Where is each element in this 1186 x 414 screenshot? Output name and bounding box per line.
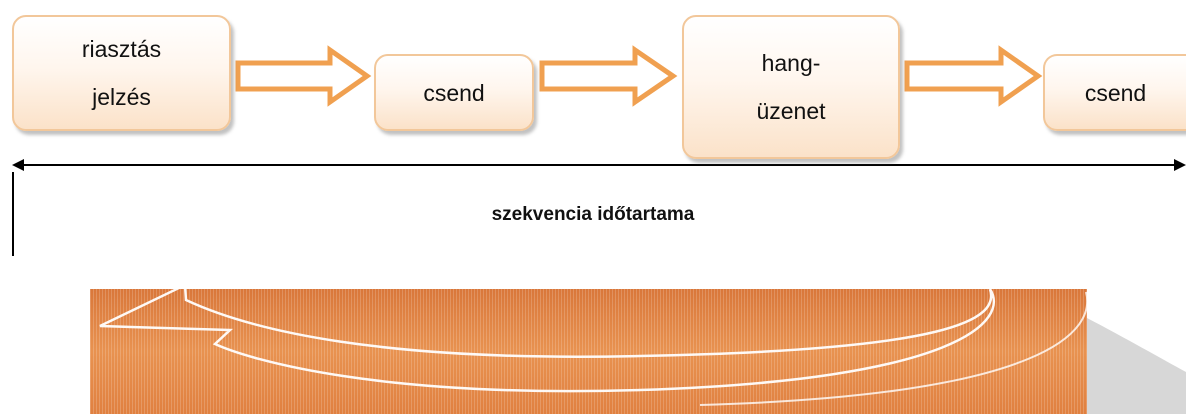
step-label: riasztás bbox=[81, 36, 162, 62]
step-label: jelzés bbox=[92, 84, 151, 110]
duration-label: szekvencia időtartama bbox=[491, 204, 695, 225]
flow-arrow-icon-1 bbox=[235, 45, 372, 107]
flow-arrow-icon-3 bbox=[904, 45, 1043, 107]
start-marker-tail bbox=[12, 200, 14, 256]
step-label: üzenet bbox=[756, 98, 826, 124]
step-label: hang- bbox=[761, 50, 821, 76]
step-voice-message: hang- üzenet bbox=[682, 15, 900, 159]
duration-arrow bbox=[12, 159, 1186, 200]
flow-arrow-icon-2 bbox=[539, 45, 678, 107]
step-silence-2: csend bbox=[1043, 54, 1186, 131]
step-alarm-signal: riasztás jelzés bbox=[12, 15, 231, 131]
step-silence-1: csend bbox=[374, 54, 534, 131]
step-label: csend bbox=[1084, 79, 1147, 106]
arrowhead-left-icon bbox=[12, 159, 24, 171]
flow-arrows bbox=[12, 45, 1186, 200]
step-label: csend bbox=[423, 79, 485, 106]
loop-arrow-icon bbox=[99, 283, 995, 393]
arrowhead-right-icon bbox=[1174, 159, 1186, 171]
